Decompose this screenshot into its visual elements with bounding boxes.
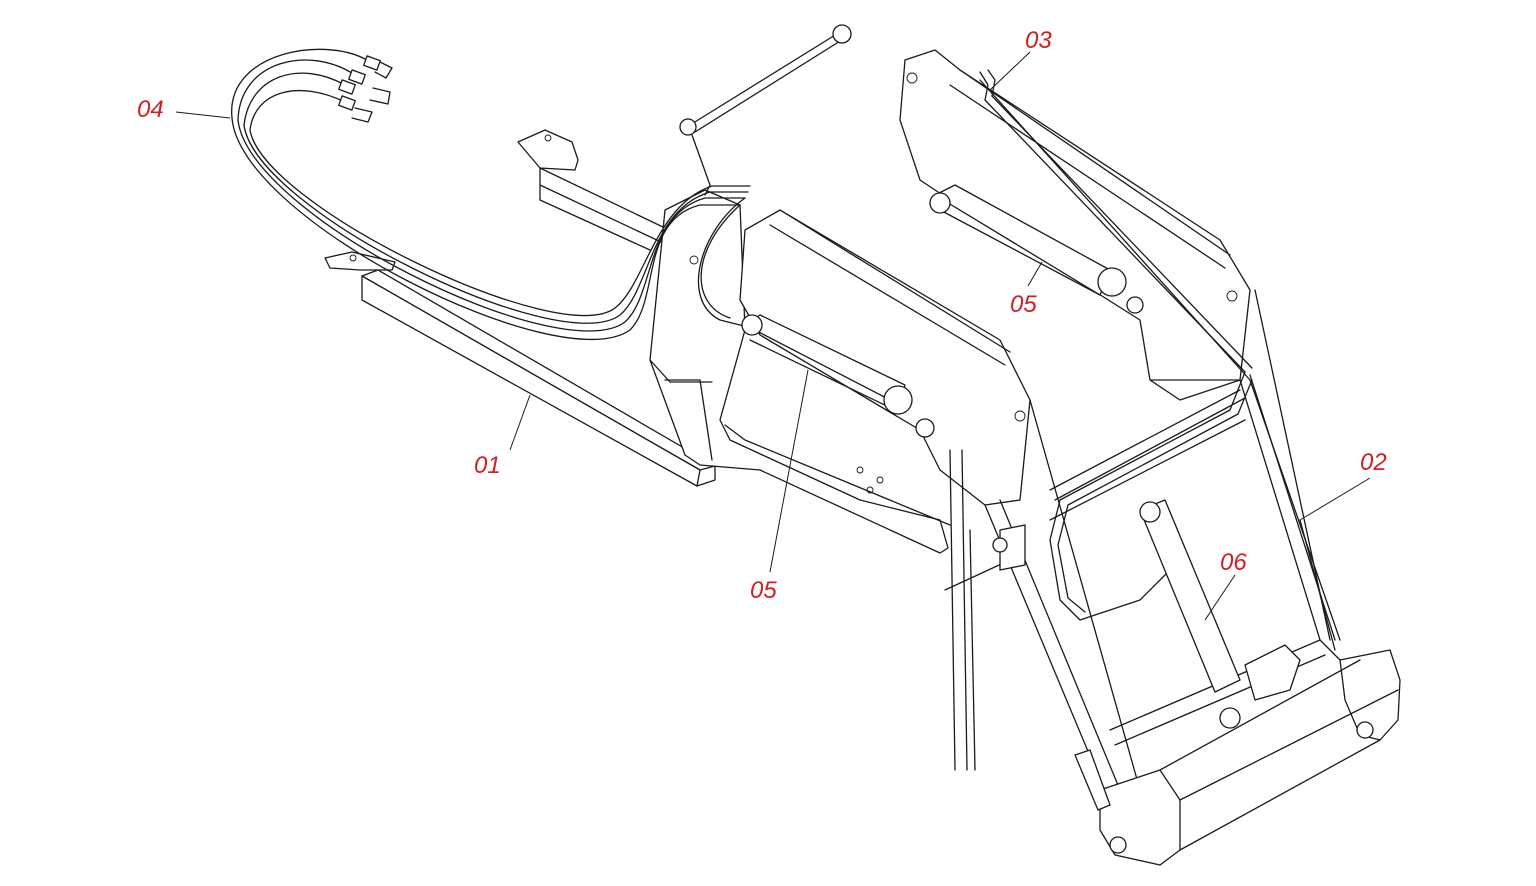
- callout-labels: 01 02 03 04 05 05 06: [137, 27, 1387, 604]
- tool-cylinder-part-06: [1139, 499, 1301, 729]
- callout-04: 04: [137, 96, 164, 123]
- leader-05b: [1027, 261, 1043, 287]
- boom-arm-part-02: [739, 49, 1401, 866]
- lift-cylinder-part-05-front: [741, 314, 935, 438]
- leader-02: [1299, 477, 1371, 521]
- callout-03: 03: [1025, 27, 1052, 54]
- mounting-bracket: [649, 189, 951, 554]
- lift-cylinder-part-05-rear: [929, 184, 1144, 314]
- leader-lines: [175, 51, 1371, 621]
- callout-02: 02: [1360, 449, 1387, 476]
- callout-05-front: 05: [750, 577, 777, 604]
- callout-01: 01: [474, 452, 501, 479]
- callout-06: 06: [1220, 549, 1247, 576]
- callout-05-rear: 05: [1010, 291, 1037, 318]
- hydraulic-pipes-part-03: [979, 69, 1253, 621]
- leader-03: [989, 51, 1031, 91]
- leader-06: [1204, 574, 1236, 621]
- upper-link-rod: [679, 24, 852, 196]
- leader-01: [509, 394, 531, 451]
- parking-stand: [944, 449, 1026, 771]
- leader-05a: [769, 369, 809, 573]
- hydraulic-hoses-part-04: [231, 48, 761, 341]
- leader-04: [175, 111, 231, 119]
